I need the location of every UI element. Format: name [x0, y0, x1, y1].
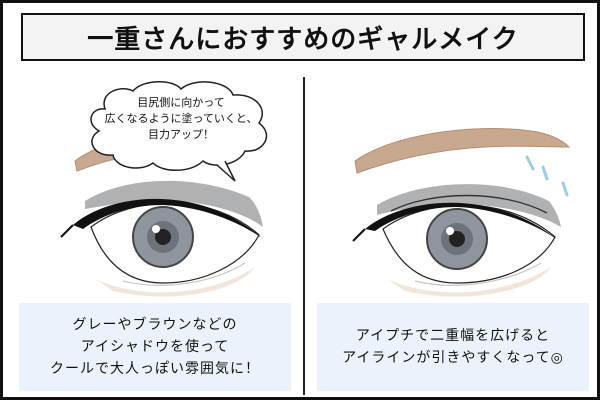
left-caption: グレーやブラウンなどの アイシャドウを使って クールで大人っぽい雰囲気に！ — [19, 303, 291, 391]
right-eye-illustration — [352, 128, 571, 297]
left-panel: 目尻側に向かって 広くなるように塗っていくと、 目力アップ！ グレーやブラウンな… — [13, 69, 295, 395]
right-eyeshadow — [377, 184, 561, 227]
speech-bubble — [90, 81, 268, 171]
right-eyebrow — [354, 128, 571, 174]
panel-divider — [303, 77, 305, 395]
title-bar: 一重さんにおすすめのギャルメイク — [21, 13, 585, 61]
right-eyeliner — [365, 202, 559, 241]
page-title: 一重さんにおすすめのギャルメイク — [87, 24, 519, 55]
bubble-line: 目力アップ！ — [148, 128, 214, 141]
caption-line: アイプチで二重幅を広げると — [355, 328, 551, 344]
left-eye-illustration — [60, 81, 268, 297]
left-eyeliner — [73, 198, 263, 239]
left-eyeshadow — [85, 180, 263, 227]
bubble-line: 目尻側に向かって — [137, 96, 225, 109]
caption-line: アイラインが引きやすくなって◎ — [342, 350, 564, 366]
caption-line: グレーやブラウンなどの — [72, 317, 238, 333]
caption-line: アイシャドウを使って — [80, 339, 230, 355]
sparkle-mark — [525, 155, 535, 171]
speech-bubble-text: 目尻側に向かって 広くなるように塗っていくと、 目力アップ！ — [101, 95, 261, 143]
bubble-line: 広くなるように塗っていくと、 — [104, 112, 258, 125]
right-caption: アイプチで二重幅を広げると アイラインが引きやすくなって◎ — [317, 303, 589, 391]
sparkle-mark — [541, 165, 549, 181]
sparkle-mark — [561, 181, 569, 197]
right-panel: アイプチで二重幅を広げると アイラインが引きやすくなって◎ — [311, 69, 593, 395]
caption-line: クールで大人っぽい雰囲気に！ — [50, 361, 260, 377]
